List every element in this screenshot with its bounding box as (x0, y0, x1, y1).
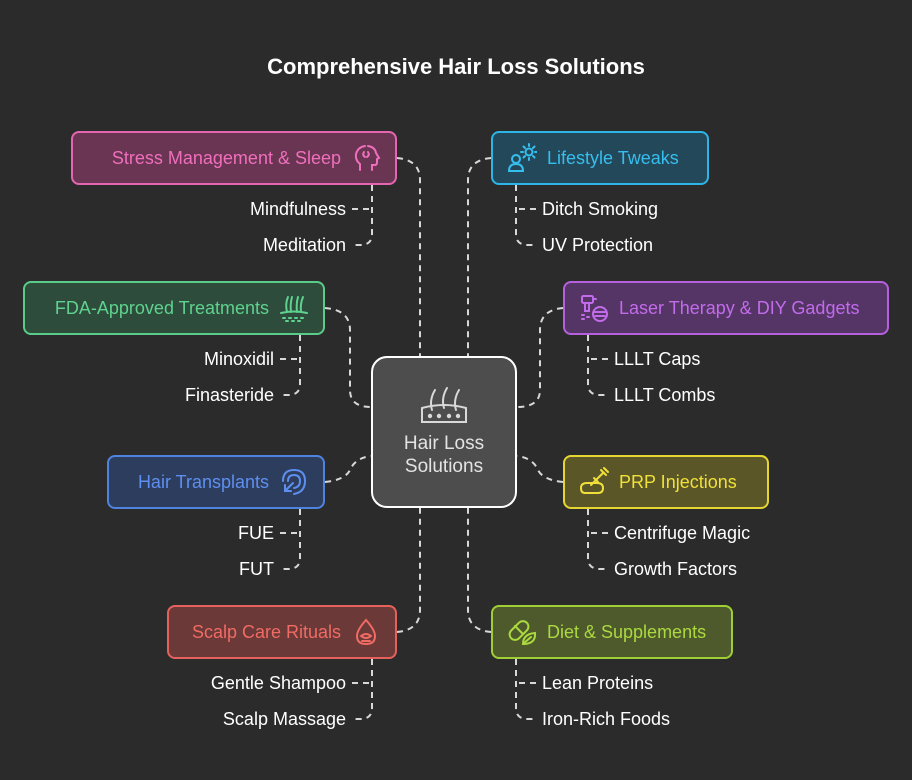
branch-prp-injections: PRP Injections (563, 455, 769, 509)
sub-item: Minoxidil (203, 349, 274, 369)
sub-item: FUE (238, 523, 274, 543)
sub-item: Mindfulness (249, 199, 346, 219)
branch-diet-supplements: Diet & Supplements (491, 605, 733, 659)
sub-item: FUT (239, 559, 274, 579)
sub-item: Centrifuge Magic (614, 523, 751, 543)
sub-item: Lean Proteins (542, 673, 654, 693)
branch-label: FDA-Approved Treatments (54, 297, 269, 318)
laser-device-icon (579, 293, 609, 323)
branch-label: Diet & Supplements (547, 621, 707, 642)
sub-item: Gentle Shampoo (210, 673, 346, 693)
syringe-icon (579, 467, 609, 497)
sub-item: Scalp Massage (222, 709, 346, 729)
diagram-title: Comprehensive Hair Loss Solutions (267, 54, 645, 79)
branch-label: PRP Injections (619, 471, 737, 492)
sub-item: LLLT Combs (614, 385, 716, 405)
branch-scalp-care-rituals: Scalp Care Rituals (167, 605, 397, 659)
branch-lifestyle-tweaks: Lifestyle Tweaks (491, 131, 709, 185)
pill-leaf-icon (507, 617, 537, 647)
branch-label: Lifestyle Tweaks (547, 147, 679, 168)
branch-hair-transplants: Hair Transplants (107, 455, 325, 509)
person-sun-icon (507, 143, 537, 173)
hair-growth-icon (279, 293, 309, 323)
branch-label: Scalp Care Rituals (191, 621, 341, 642)
sub-item: Growth Factors (614, 559, 738, 579)
oil-drop-icon (351, 617, 381, 647)
branch-stress-management: Stress Management & Sleep (71, 131, 397, 185)
head-arrow-icon (279, 467, 309, 497)
branch-label: Laser Therapy & DIY Gadgets (619, 297, 860, 318)
branch-label: Hair Transplants (137, 471, 269, 492)
sub-item: Ditch Smoking (542, 199, 659, 219)
sub-item: Finasteride (184, 385, 274, 405)
sub-item: UV Protection (542, 235, 654, 255)
branch-label: Stress Management & Sleep (111, 147, 341, 168)
head-profile-icon (351, 143, 381, 173)
sub-item: LLLT Caps (614, 349, 701, 369)
center-node: Hair Loss Solutions (371, 356, 517, 508)
branch-fda-approved-treatments: FDA-Approved Treatments (23, 281, 325, 335)
sub-item: Iron-Rich Foods (542, 709, 671, 729)
sub-item: Meditation (262, 235, 346, 255)
branch-laser-therapy: Laser Therapy & DIY Gadgets (563, 281, 889, 335)
scalp-hair-icon (419, 386, 469, 426)
center-label: Hair Loss Solutions (403, 433, 485, 477)
